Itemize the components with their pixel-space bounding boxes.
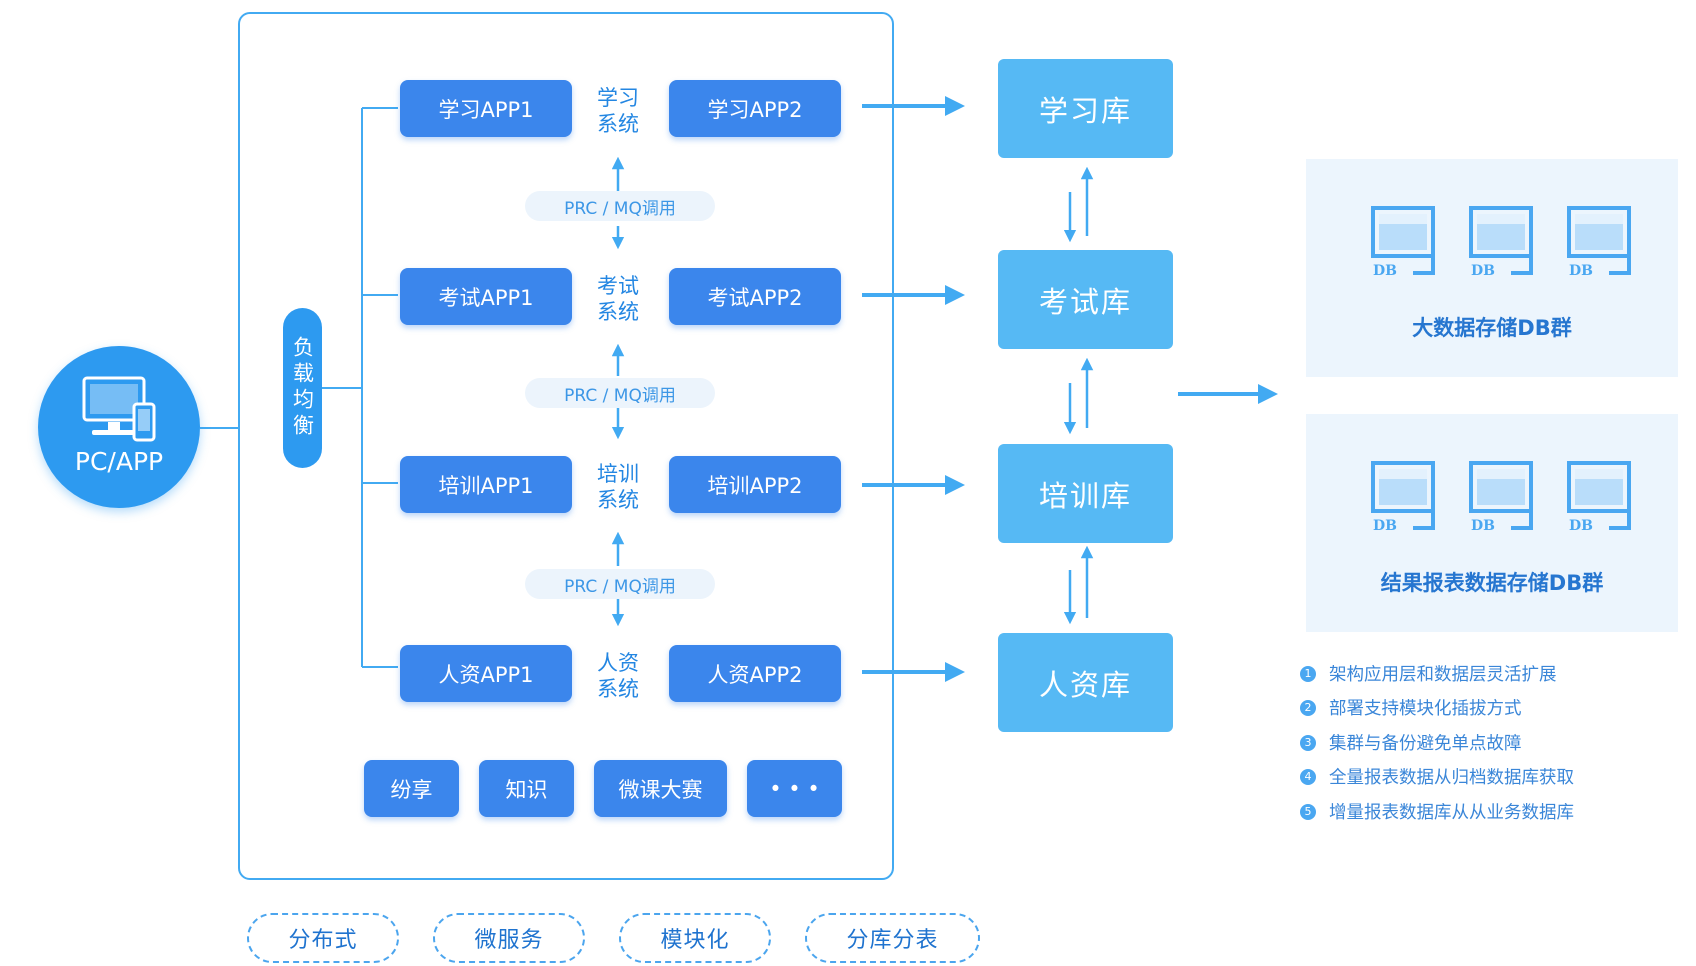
db-training: 培训库 <box>998 444 1173 543</box>
note-text: 架构应用层和数据层灵活扩展 <box>1329 665 1557 685</box>
db-icon: DB <box>1567 206 1631 277</box>
note-text: 部署支持模块化插拔方式 <box>1329 699 1522 719</box>
db-study: 学习库 <box>998 59 1173 158</box>
note-number: 2 <box>1300 699 1316 716</box>
app-study-1: 学习APP1 <box>400 80 572 137</box>
note-number: 3 <box>1300 734 1316 751</box>
tag-microservice: 微服务 <box>433 913 585 963</box>
db-icon: DB <box>1371 206 1435 277</box>
note-text: 集群与备份避免单点故障 <box>1329 734 1522 754</box>
note-item: 5 增量报表数据库从从业务数据库 <box>1300 799 1574 824</box>
client-label: PC/APP <box>74 447 164 476</box>
rpc-mq-call-2: PRC / MQ调用 <box>525 378 715 408</box>
app-exam-2: 考试APP2 <box>669 268 841 325</box>
note-text: 全量报表数据从归档数据库获取 <box>1329 768 1574 788</box>
db-icon: DB <box>1567 461 1631 532</box>
note-item: 3 集群与备份避免单点故障 <box>1300 730 1522 755</box>
module-share: 纷享 <box>364 760 459 817</box>
module-more: • • • <box>747 760 842 817</box>
db-icon-label: DB <box>1373 263 1397 277</box>
system-label-hr: 人资 系统 <box>597 651 639 701</box>
db-icon: DB <box>1469 206 1533 277</box>
db-group-report: DB DB DB 结果报表数据存储DB群 <box>1306 414 1678 632</box>
note-number: 4 <box>1300 768 1316 785</box>
db-group-report-title: 结果报表数据存储DB群 <box>1380 571 1604 595</box>
tag-sharding: 分库分表 <box>805 913 980 963</box>
db-group-bigdata-title: 大数据存储DB群 <box>1412 316 1572 340</box>
module-micro-course: 微课大赛 <box>594 760 727 817</box>
note-text: 增量报表数据库从从业务数据库 <box>1329 803 1574 823</box>
app-study-2: 学习APP2 <box>669 80 841 137</box>
db-icon-label: DB <box>1569 263 1593 277</box>
system-label-study: 学习 系统 <box>597 86 639 136</box>
db-icon-label: DB <box>1373 518 1397 532</box>
rpc-mq-call-3: PRC / MQ调用 <box>525 569 715 599</box>
db-icon-label: DB <box>1471 263 1495 277</box>
tag-distributed: 分布式 <box>247 913 399 963</box>
system-label-exam: 考试 系统 <box>597 274 639 324</box>
system-label-training: 培训 系统 <box>597 462 639 512</box>
note-item: 2 部署支持模块化插拔方式 <box>1300 695 1522 720</box>
note-number: 5 <box>1300 803 1316 820</box>
app-hr-2: 人资APP2 <box>669 645 841 702</box>
note-item: 1 架构应用层和数据层灵活扩展 <box>1300 661 1557 686</box>
app-exam-1: 考试APP1 <box>400 268 572 325</box>
tag-modular: 模块化 <box>619 913 771 963</box>
db-icon: DB <box>1371 461 1435 532</box>
app-training-1: 培训APP1 <box>400 456 572 513</box>
app-training-2: 培训APP2 <box>669 456 841 513</box>
note-number: 1 <box>1300 665 1316 682</box>
db-icon-label: DB <box>1569 518 1593 532</box>
db-hr: 人资库 <box>998 633 1173 732</box>
module-knowledge: 知识 <box>479 760 574 817</box>
app-hr-1: 人资APP1 <box>400 645 572 702</box>
application-layer-frame <box>238 12 894 880</box>
db-group-bigdata: DB DB DB 大数据存储DB群 <box>1306 159 1678 377</box>
monitor-phone-icon <box>82 376 156 442</box>
db-icon-label: DB <box>1471 518 1495 532</box>
load-balancer: 负载均衡 <box>283 308 322 468</box>
db-exam: 考试库 <box>998 250 1173 349</box>
client-node: PC/APP <box>38 346 200 508</box>
note-item: 4 全量报表数据从归档数据库获取 <box>1300 764 1574 789</box>
db-icon: DB <box>1469 461 1533 532</box>
rpc-mq-call-1: PRC / MQ调用 <box>525 191 715 221</box>
